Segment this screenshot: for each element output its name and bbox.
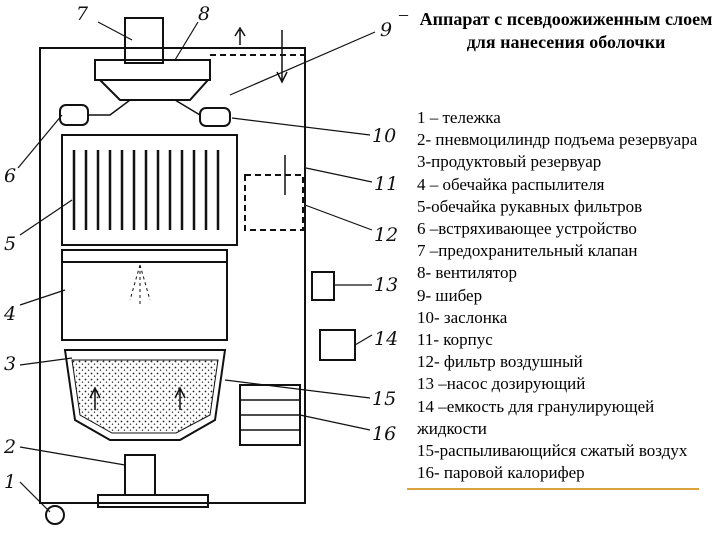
legend-item: 6 –встряхивающее устройство — [417, 219, 637, 239]
legend-item: 16- паровой калорифер — [417, 463, 585, 483]
callout-2: 2 — [3, 436, 16, 458]
shaker-motor — [59, 104, 89, 126]
callout-9: 9 — [380, 19, 392, 41]
callout-16: 16 — [372, 423, 396, 445]
product-vessel — [63, 349, 227, 441]
callout-15: 15 — [372, 388, 396, 410]
highlight-underline — [407, 488, 699, 490]
filter-sleeves — [72, 150, 220, 230]
legend-item: 14 –емкость для гранулирующей жидкости — [417, 396, 655, 438]
legend-item: 4 – обечайка распылителя — [417, 174, 605, 194]
title-dash-marker: – — [399, 4, 408, 24]
casing-outline — [39, 47, 306, 504]
apparatus-drawing — [17, 17, 376, 525]
air-filter — [244, 174, 304, 231]
legend-item: 13 –насос дозирующий — [417, 374, 586, 394]
leader-lines — [17, 21, 376, 513]
dosing-pump — [311, 271, 335, 301]
legend-item: 10- заслонка — [417, 307, 508, 327]
legend-item: 2- пневмоцилиндр подъема резервуара — [417, 130, 698, 150]
callout-5: 5 — [4, 233, 16, 255]
slide-title: Аппарат с псевдоожиженным слоем для нане… — [419, 9, 713, 52]
spray-shell — [61, 249, 228, 341]
fan-hood — [99, 79, 209, 101]
lift-cylinder — [124, 454, 156, 496]
trolley-wheel — [45, 505, 65, 525]
callout-1: 1 — [4, 471, 16, 493]
callout-14: 14 — [374, 328, 398, 350]
callout-11: 11 — [374, 173, 398, 195]
callout-13: 13 — [374, 274, 398, 296]
callout-10: 10 — [372, 125, 396, 147]
fluidized-bed — [71, 359, 219, 434]
filter-shell — [61, 134, 238, 246]
legend-item: 1 – тележка — [417, 108, 501, 127]
legend-item: 11- корпус — [417, 330, 493, 350]
damper-motor — [199, 107, 231, 127]
legend-list: 1 – тележка 2- пневмоцилиндр подъема рез… — [417, 107, 717, 484]
safety-valve — [124, 17, 164, 64]
apparatus-diagram: 7 8 9 10 11 12 13 14 15 16 6 5 4 3 2 1 — [3, 3, 398, 525]
legend-item: 7 –предохранительный клапан — [417, 241, 638, 261]
callout-8: 8 — [198, 3, 210, 25]
fan-housing — [94, 59, 211, 81]
trolley — [97, 494, 209, 508]
liquid-tank — [319, 329, 356, 361]
legend-item: 12- фильтр воздушный — [417, 352, 583, 372]
legend-item: 3-продуктовый резервуар — [417, 152, 602, 172]
callout-6: 6 — [4, 165, 16, 187]
callout-3: 3 — [4, 353, 16, 375]
legend-item: 8- вентилятор — [417, 263, 518, 283]
callout-4: 4 — [3, 303, 16, 325]
legend-item: 9- шибер — [417, 285, 483, 305]
legend-item: 5-обечайка рукавных фильтров — [417, 196, 643, 216]
legend-item: 15-распыливающийся сжатый воздух — [417, 441, 688, 461]
callout-12: 12 — [374, 224, 398, 246]
callout-7: 7 — [76, 3, 89, 25]
